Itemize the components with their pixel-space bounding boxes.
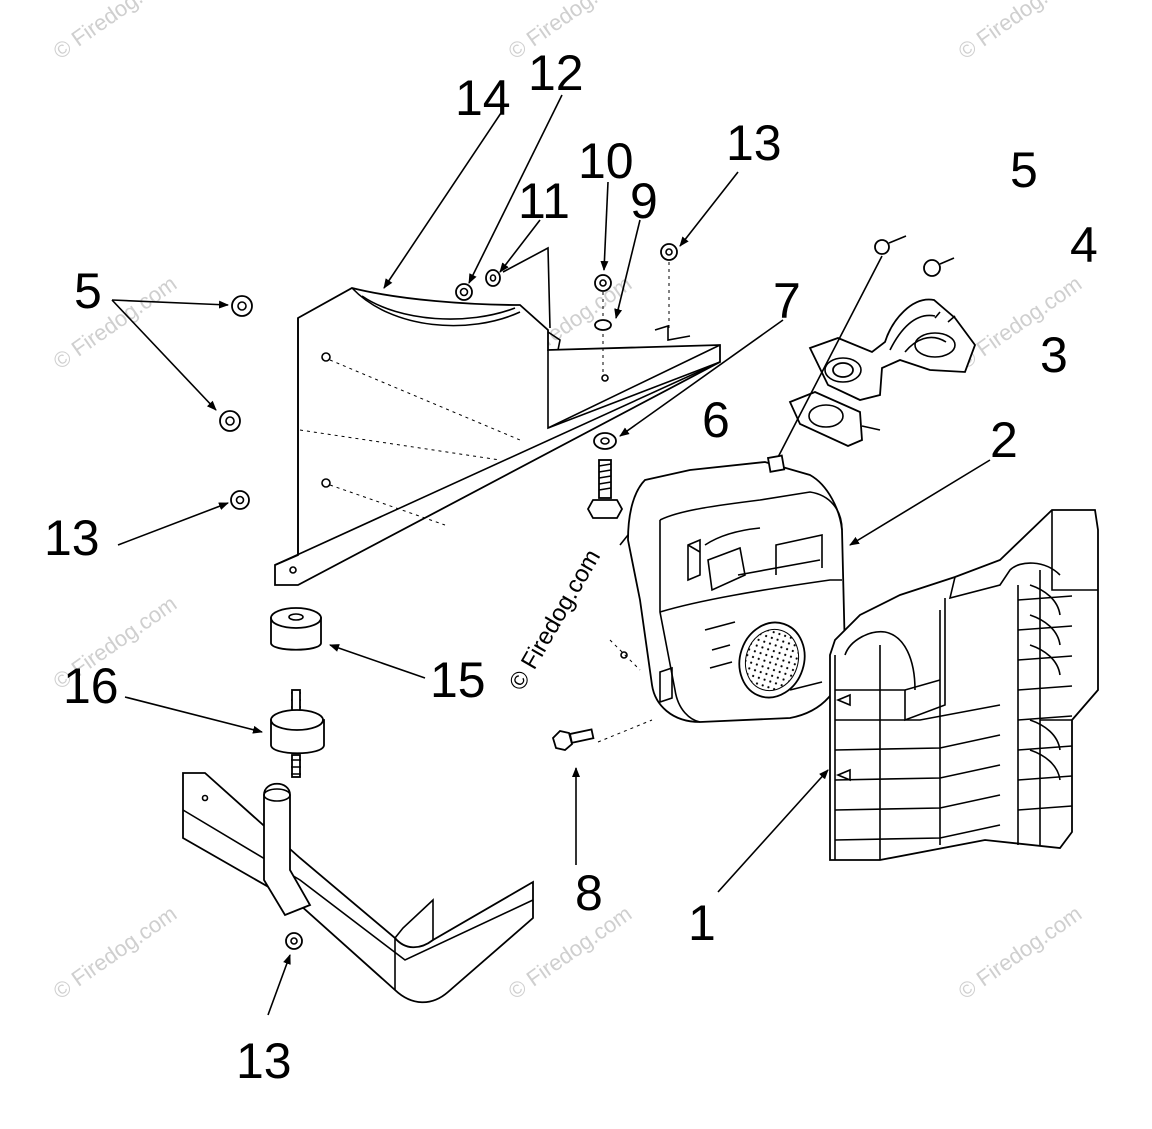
leader-15	[329, 644, 426, 679]
leader-13-left	[117, 502, 229, 546]
callout-11: 11	[518, 173, 570, 229]
leader-10	[600, 181, 609, 271]
nut-part-13-top	[660, 243, 678, 261]
callout-7: 7	[773, 273, 801, 329]
callout-14: 14	[455, 70, 511, 126]
leader-7	[619, 319, 784, 437]
nut-part-13-left	[230, 490, 250, 510]
callout-2: 2	[990, 412, 1018, 468]
leader-11-bracket	[502, 246, 551, 329]
frame-rail	[182, 772, 534, 1004]
exhaust-elbow-part-3	[808, 235, 977, 401]
nut-part-5-lower	[219, 410, 241, 432]
leader-14	[383, 109, 504, 289]
bolt-part-8	[551, 728, 595, 751]
rubber-mount-part-15	[270, 607, 322, 651]
nut-part-13-bottom	[285, 932, 303, 950]
washer-part-7	[593, 432, 617, 450]
nut-part-5-upper	[231, 295, 253, 317]
watermark-text: © Firedog.com	[954, 901, 1087, 1004]
washer-part-11	[485, 269, 501, 287]
callout-13-top: 13	[726, 115, 782, 171]
callout-5-left: 5	[74, 263, 102, 319]
callout-13-left: 13	[44, 510, 100, 566]
washer-part-9	[594, 319, 612, 331]
watermark-text: © Firedog.com	[954, 0, 1087, 64]
muffler-guard-part-1	[829, 509, 1099, 861]
leader-12	[468, 94, 563, 284]
leader-13-top	[679, 171, 739, 247]
gasket	[788, 391, 881, 447]
leader-16	[124, 696, 263, 734]
leader-2	[849, 459, 991, 546]
screw-part-4	[923, 259, 941, 277]
callout-13-bottom: 13	[236, 1033, 292, 1089]
callout-10: 10	[578, 133, 634, 189]
nut-part-10	[594, 274, 612, 292]
watermark-text: © Firedog.com	[49, 0, 182, 64]
callout-6: 6	[702, 392, 730, 448]
hardware-nut-washer-group	[219, 243, 678, 950]
watermark-text: © Firedog.com	[49, 271, 182, 374]
muffler-part-2	[597, 454, 846, 743]
leader-9	[614, 219, 641, 319]
callout-12: 12	[528, 45, 584, 101]
leader-13-bottom	[267, 954, 291, 1016]
callout-15: 15	[430, 652, 486, 708]
callout-labels: 14 12 10 11 9 13 5 4 3 5 7 6 2 13 15 16 …	[44, 45, 1098, 1089]
leader-5-lower	[111, 299, 217, 411]
nut-part-12	[455, 283, 473, 301]
leader-1	[717, 769, 829, 893]
callout-1: 1	[688, 895, 716, 951]
callout-9: 9	[630, 173, 658, 229]
threaded-mount-part-16	[270, 689, 325, 778]
leader-11	[499, 219, 541, 273]
leader-lines	[111, 94, 991, 1016]
watermark-text-main: © Firedog.com	[504, 545, 606, 695]
callout-3: 3	[1040, 327, 1068, 383]
heat-shield-bracket-part-14	[274, 287, 721, 586]
screw-part-5-top	[874, 239, 890, 255]
watermark-text: © Firedog.com	[49, 901, 182, 1004]
callout-5-top: 5	[1010, 142, 1038, 198]
leader-5-upper	[111, 299, 229, 309]
watermark-group: © Firedog.com © Firedog.com © Firedog.co…	[49, 0, 1087, 1004]
callout-8: 8	[575, 865, 603, 921]
bolt-part-6	[586, 459, 624, 519]
callout-4: 4	[1070, 217, 1098, 273]
callout-16: 16	[63, 658, 119, 714]
